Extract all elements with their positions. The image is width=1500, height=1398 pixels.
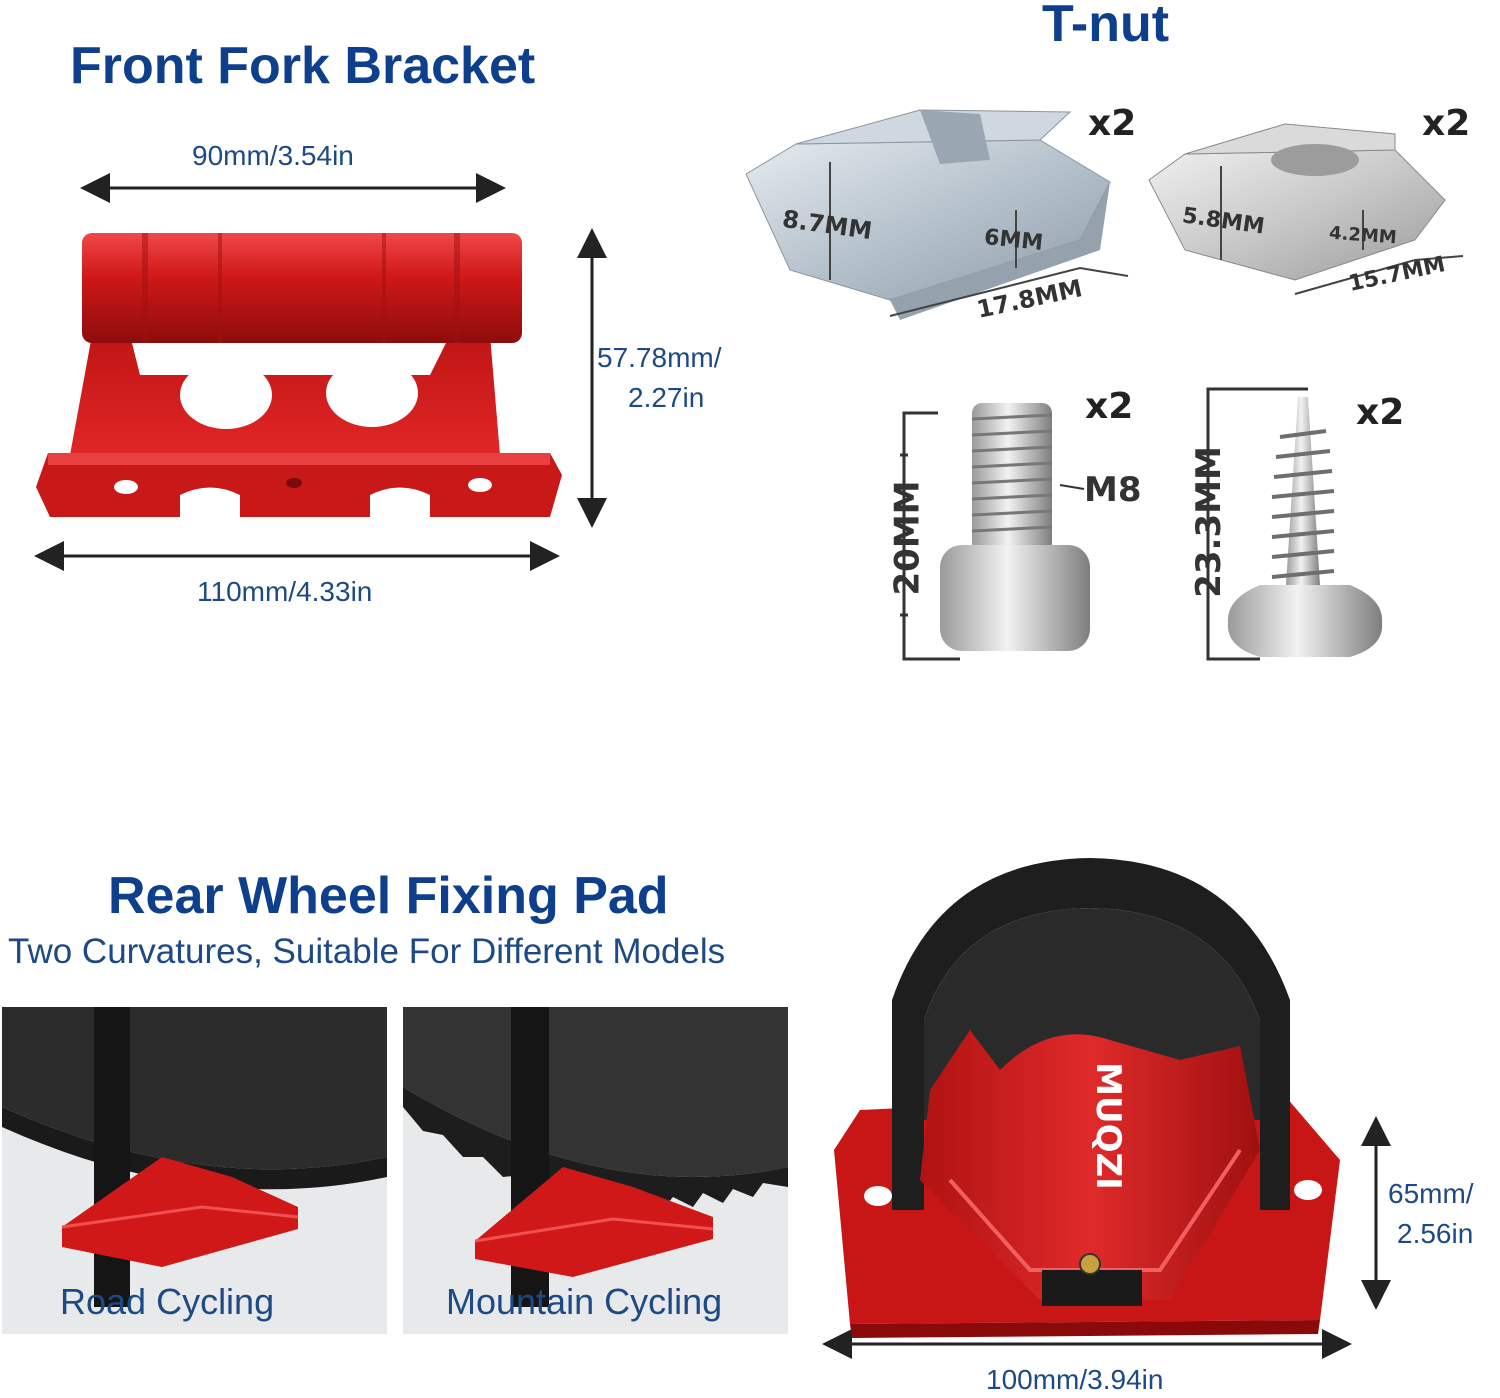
rear-pad-height-line2: 2.56in bbox=[1397, 1218, 1474, 1249]
road-cycling-image bbox=[2, 1007, 387, 1307]
fork-bracket-image bbox=[36, 233, 562, 517]
fork-top-width-label: 90mm/3.54in bbox=[192, 140, 354, 171]
rear-pad-width-label: 100mm/3.94in bbox=[986, 1364, 1164, 1395]
m8-bolt-image bbox=[900, 403, 1090, 661]
fork-height-label-line2: 2.27in bbox=[628, 382, 705, 413]
road-cycling-label: Road Cycling bbox=[60, 1281, 275, 1322]
road-cycling-panel: Road Cycling bbox=[2, 1007, 387, 1334]
large-tnut-qty: x2 bbox=[1088, 103, 1137, 144]
fork-height-label-line1: 57.78mm/ bbox=[597, 342, 722, 373]
screw-qty: x2 bbox=[1356, 392, 1405, 433]
rear-pad-image bbox=[834, 858, 1340, 1338]
tnut-title: T-nut bbox=[1042, 0, 1170, 53]
bolt-thread-label: M8 bbox=[1084, 470, 1142, 510]
rear-pad-brand: MUQZI bbox=[1087, 1062, 1128, 1190]
mountain-cycling-label: Mountain Cycling bbox=[446, 1281, 723, 1322]
mountain-cycling-panel: Mountain Cycling bbox=[403, 1007, 788, 1334]
fork-bracket-title: Front Fork Bracket bbox=[70, 37, 536, 95]
rear-pad-height-line1: 65mm/ bbox=[1388, 1178, 1474, 1209]
fork-bottom-width-label: 110mm/4.33in bbox=[197, 576, 373, 607]
small-tnut-image bbox=[1148, 123, 1464, 295]
bolt-qty: x2 bbox=[1085, 386, 1134, 427]
mountain-cycling-image bbox=[403, 1007, 788, 1307]
wood-screw-image bbox=[1206, 387, 1383, 661]
large-tnut-image bbox=[745, 109, 1129, 320]
rear-pad-subtitle: Two Curvatures, Suitable For Different M… bbox=[8, 932, 726, 971]
small-tnut-qty: x2 bbox=[1422, 103, 1471, 144]
rear-pad-title: Rear Wheel Fixing Pad bbox=[108, 867, 669, 925]
